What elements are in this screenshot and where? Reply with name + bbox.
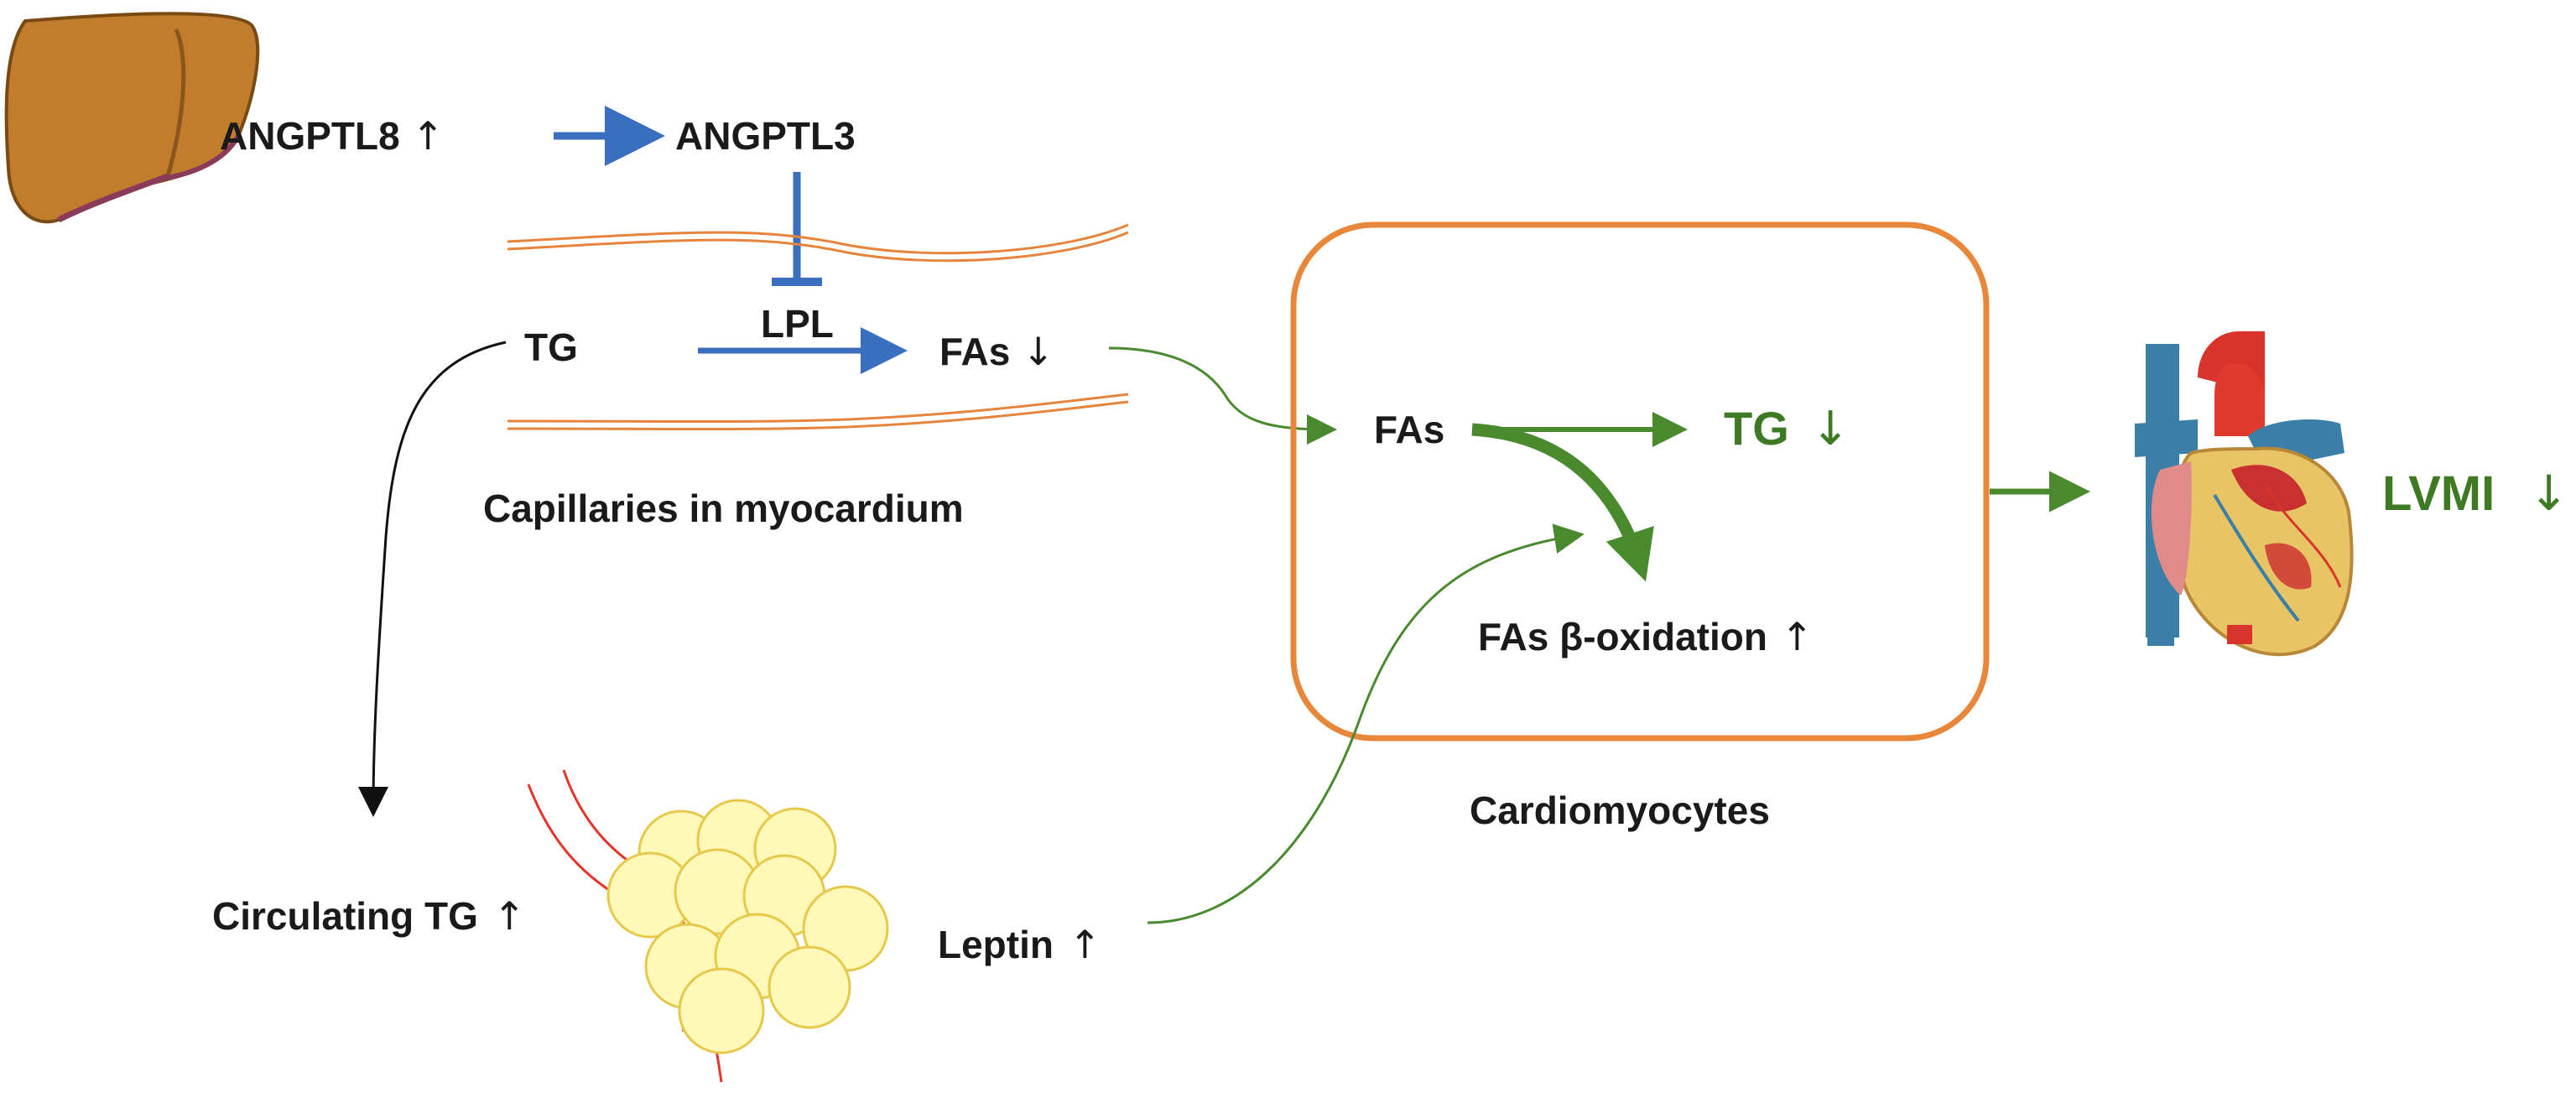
circulating-tg-label: Circulating TG↑: [212, 893, 525, 939]
beta-oxidation-label: FAs β-oxidation↑: [1478, 614, 1814, 659]
leptin-to-beta-oxidation-arrow: [1147, 523, 1585, 924]
adipose-tissue-icon: [527, 769, 889, 1083]
tg-cell-label: TG↓: [1724, 402, 1850, 456]
heart-icon: [2135, 331, 2354, 657]
lpl-label: LPL: [761, 302, 834, 346]
fas-into-cell-arrow: [1108, 346, 1337, 445]
leptin-label: Leptin↑: [938, 922, 1101, 967]
angptl3-inhibits-lpl: [772, 172, 822, 286]
liver-icon: [4, 12, 260, 224]
fas-to-beta-oxidation-arrow: [1471, 423, 1654, 582]
capillary-wall-bottom: [507, 393, 1129, 430]
angptl8-label: ANGPTL8↑: [220, 113, 444, 159]
angptl3-label: ANGPTL3: [675, 114, 856, 158]
fas-capillary-label: FAs↓: [939, 329, 1054, 374]
cardiomyocyte-cell: [1290, 221, 1990, 742]
tg-capillary-label: TG: [524, 325, 578, 369]
capillaries-caption: Capillaries in myocardium: [483, 487, 964, 530]
lvmi-label: LVMI↓: [2382, 465, 2569, 522]
fas-cell-label: FAs: [1374, 408, 1444, 451]
cardiomyocytes-caption: Cardiomyocytes: [1470, 789, 1770, 832]
capillary-wall-top: [507, 223, 1129, 263]
tg-to-circulating-arrow: [358, 341, 507, 817]
